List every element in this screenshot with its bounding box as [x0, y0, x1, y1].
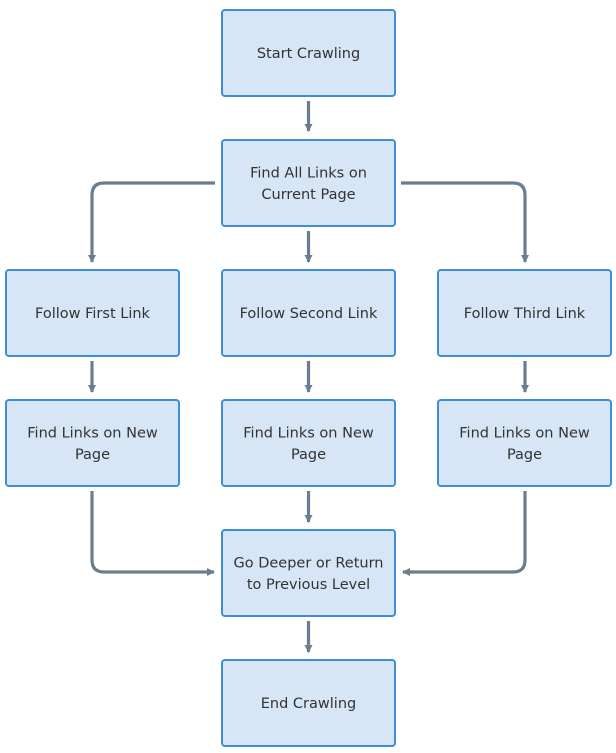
arrow-find-new-1-to-go-deeper — [90, 491, 215, 576]
node-end: End Crawling — [221, 659, 396, 747]
arrow-find-all-to-follow-first — [88, 181, 215, 263]
node-box — [437, 269, 612, 357]
node-follow-third: Follow Third Link — [437, 269, 612, 357]
node-label-line: Page — [75, 447, 110, 463]
node-label-line: End Crawling — [261, 696, 356, 712]
node-label-line: Page — [291, 447, 326, 463]
node-box — [437, 399, 612, 487]
node-box — [221, 269, 396, 357]
node-label-line: Start Crawling — [257, 46, 360, 62]
node-label-line: Find All Links on — [250, 165, 367, 181]
arrow-find-new-3-to-go-deeper — [402, 491, 527, 576]
node-box — [221, 9, 396, 97]
node-label-line: Follow Second Link — [240, 306, 378, 322]
node-box — [221, 659, 396, 747]
node-start: Start Crawling — [221, 9, 396, 97]
node-label-line: Find Links on New — [243, 425, 374, 441]
node-follow-first: Follow First Link — [5, 269, 180, 357]
node-find-all: Find All Links on Current Page — [221, 139, 396, 227]
node-go-deeper: Go Deeper or Return to Previous Level — [221, 529, 396, 617]
node-box — [221, 139, 396, 227]
node-label-line: Follow Third Link — [464, 306, 586, 322]
node-label-line: Page — [507, 447, 542, 463]
node-label-line: Follow First Link — [35, 306, 151, 322]
arrow-find-all-to-follow-third — [401, 181, 529, 263]
node-label-line: to Previous Level — [247, 577, 370, 593]
node-label-line: Find Links on New — [27, 425, 158, 441]
node-label-line: Go Deeper or Return — [234, 555, 384, 571]
node-box — [5, 269, 180, 357]
node-label-line: Find Links on New — [459, 425, 590, 441]
node-follow-second: Follow Second Link — [221, 269, 396, 357]
node-box — [5, 399, 180, 487]
node-box — [221, 399, 396, 487]
node-label-line: Current Page — [261, 187, 355, 203]
node-box — [221, 529, 396, 617]
edges — [88, 101, 529, 653]
